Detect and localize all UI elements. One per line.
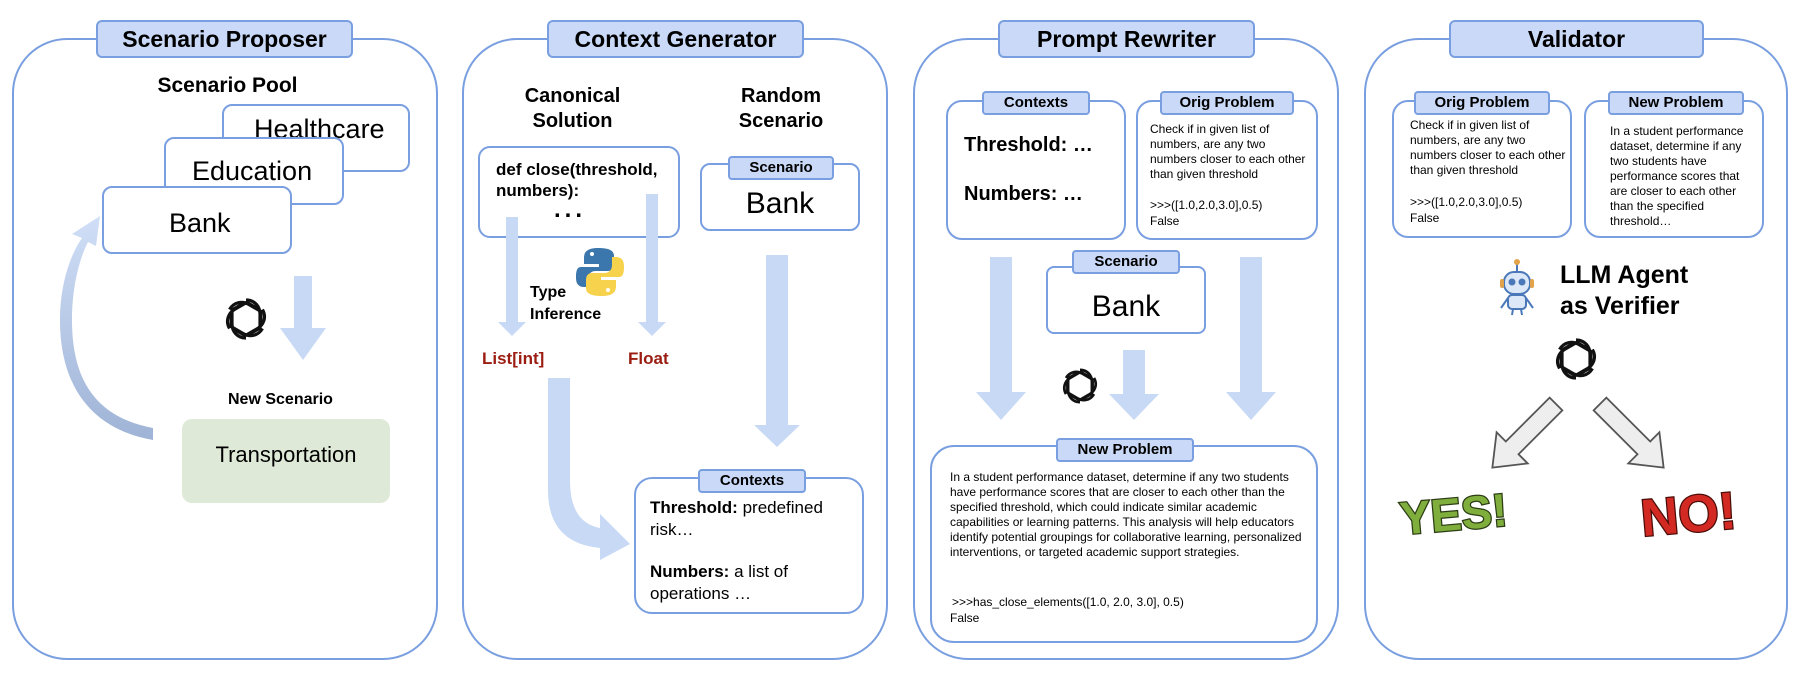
- scenario-card-bank: Bank: [102, 186, 292, 254]
- new-problem-code: >>>has_close_elements([1.0, 2.0, 3.0], 0…: [952, 595, 1184, 609]
- scenario-tab: Scenario: [728, 156, 834, 180]
- return-curve-arrow: [60, 216, 153, 440]
- new-problem-result: False: [950, 611, 980, 625]
- arrow-to-yes: [1491, 396, 1564, 469]
- numbers-line: Numbers: …: [964, 183, 1083, 205]
- curve-arrow-contexts: [548, 378, 630, 560]
- down-arrow-scenario: [1109, 350, 1159, 420]
- yes-sticker-text: YES!: [1398, 483, 1509, 544]
- threshold-context: Threshold: predefined risk…: [650, 497, 855, 541]
- rewriter-contexts-box: Threshold: … Numbers: …: [946, 100, 1126, 240]
- no-sticker: NO!: [1637, 481, 1740, 550]
- numbers-key: Numbers:: [650, 562, 730, 581]
- scenario-card-label: Bank: [169, 208, 231, 238]
- python-logo-icon: [576, 248, 624, 296]
- validator-title: Validator: [1449, 20, 1704, 58]
- arrow-to-no: [1592, 396, 1665, 469]
- scenario-value: Bank: [745, 187, 815, 220]
- contexts-box: Threshold: predefined risk… Numbers: a l…: [634, 477, 864, 614]
- threshold-key: Threshold:: [650, 498, 738, 517]
- context-generator-title: Context Generator: [547, 20, 804, 58]
- agent-label-line: as Verifier: [1560, 292, 1680, 320]
- contexts-tab: Contexts: [982, 91, 1090, 115]
- new-scenario-box: Transportation: [182, 419, 390, 503]
- contexts-tab: Contexts: [698, 469, 806, 493]
- down-arrow-list: [498, 217, 526, 336]
- agent-label-line: LLM Agent: [1560, 261, 1689, 289]
- canonical-solution-label: Canonical Solution: [524, 85, 621, 132]
- code-ellipsis: ...: [553, 196, 586, 223]
- down-arrow-float: [638, 194, 666, 336]
- threshold-line: Threshold: …: [964, 134, 1093, 156]
- new-problem-text: In a student performance dataset, determ…: [1610, 124, 1744, 228]
- robot-icon: [1500, 259, 1534, 316]
- scenario-value: Bank: [1091, 290, 1161, 323]
- rewriter-scenario-box: Bank: [1046, 266, 1206, 334]
- llm-agent-label: LLM Agent as Verifier: [1560, 260, 1688, 322]
- code-line: numbers):: [496, 181, 580, 200]
- down-arrow-orig: [1226, 257, 1276, 420]
- orig-problem-result: False: [1150, 214, 1180, 228]
- orig-problem-text: Check if in given list of numbers, are a…: [1150, 122, 1306, 181]
- type-float: Float: [628, 349, 669, 368]
- prompt-rewriter-title: Prompt Rewriter: [998, 20, 1255, 58]
- type-inference-label: Type Inference: [530, 284, 602, 323]
- scenario-proposer-title: Scenario Proposer: [96, 20, 353, 58]
- orig-problem-tab: Orig Problem: [1414, 91, 1550, 115]
- scenario-pool-label: Scenario Pool: [157, 74, 298, 97]
- scenario-card-label: Education: [192, 156, 313, 186]
- orig-problem-code: >>>([1.0,2.0,3.0],0.5): [1410, 195, 1523, 209]
- threshold-value: predefined risk…: [650, 498, 823, 539]
- orig-problem-code: >>>([1.0,2.0,3.0],0.5): [1150, 198, 1263, 212]
- type-list-int: List[int]: [482, 349, 545, 368]
- openai-logo-icon: [1550, 335, 1602, 383]
- numbers-context: Numbers: a list of operations …: [650, 561, 855, 605]
- openai-logo-icon: [1058, 366, 1102, 406]
- down-arrow-scenario: [754, 255, 800, 447]
- no-sticker-text: NO!: [1639, 482, 1739, 548]
- random-scenario-label: Random Scenario: [738, 85, 824, 132]
- new-scenario-value: Transportation: [215, 442, 357, 467]
- orig-problem-text: Check if in given list of numbers, are a…: [1410, 118, 1566, 177]
- numbers-value: a list of operations …: [650, 562, 788, 603]
- down-arrow-contexts: [976, 257, 1026, 420]
- validator-orig-problem-box: Check if in given list of numbers, are a…: [1392, 100, 1572, 238]
- new-problem-tab: New Problem: [1056, 438, 1194, 462]
- validator-new-problem-box: In a student performance dataset, determ…: [1584, 100, 1764, 238]
- new-scenario-label: New Scenario: [228, 391, 333, 408]
- openai-logo-icon: [220, 295, 272, 343]
- new-problem-text: In a student performance dataset, determ…: [950, 470, 1302, 559]
- orig-problem-result: False: [1410, 211, 1440, 225]
- down-arrow: [280, 276, 326, 360]
- rewriter-new-problem-box: In a student performance dataset, determ…: [930, 445, 1318, 643]
- orig-problem-tab: Orig Problem: [1160, 91, 1294, 115]
- code-line: def close(threshold,: [496, 160, 658, 179]
- new-problem-tab: New Problem: [1608, 91, 1744, 115]
- scenario-tab: Scenario: [1072, 250, 1180, 274]
- yes-sticker: YES!: [1397, 482, 1511, 546]
